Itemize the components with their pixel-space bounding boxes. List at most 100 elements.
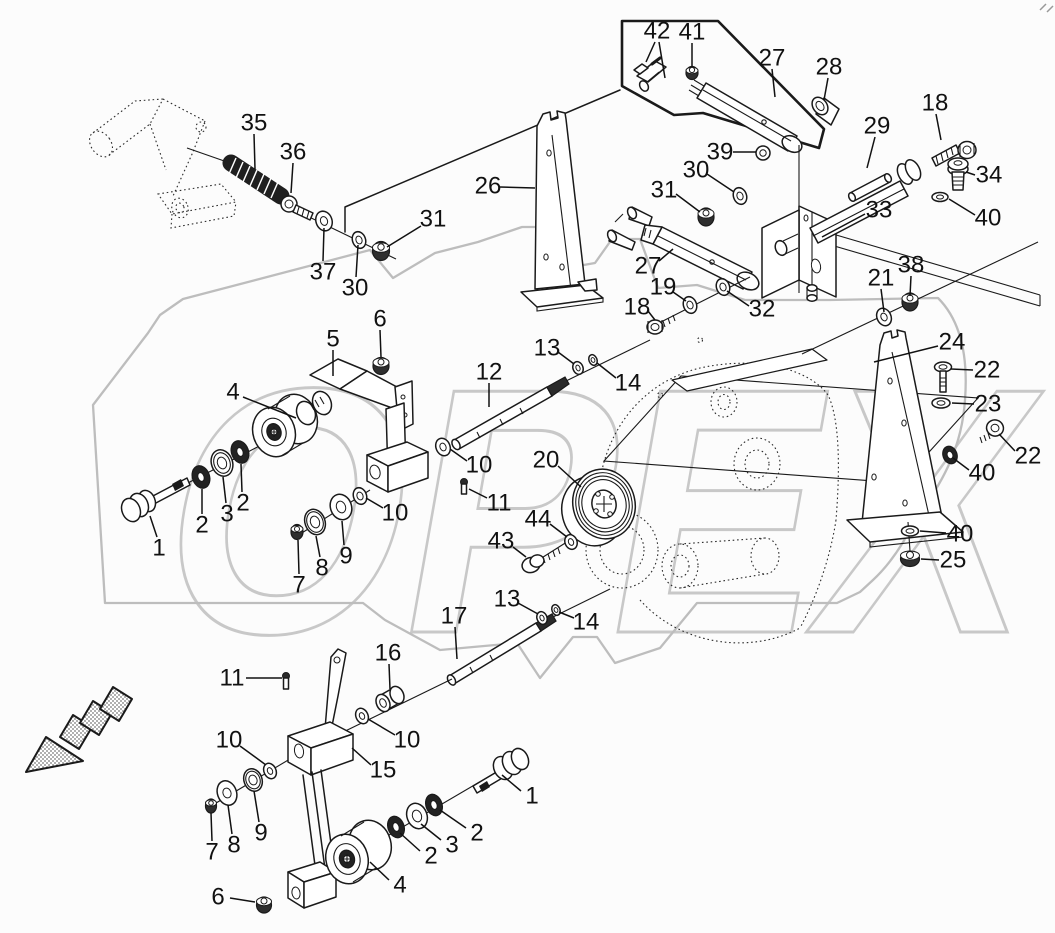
pointer-line-inset bbox=[344, 89, 621, 233]
washer-30-mid bbox=[732, 186, 748, 206]
part-number-label: 28 bbox=[816, 54, 843, 81]
bolt-22-angled bbox=[979, 419, 1005, 444]
axis-21-38 bbox=[801, 241, 1039, 355]
callout-33: 33 bbox=[821, 197, 892, 238]
washer-13-lower bbox=[536, 610, 548, 626]
part-number-label: 30 bbox=[683, 157, 710, 184]
callout-11: 11 bbox=[220, 665, 282, 692]
callout-14: 14 bbox=[558, 609, 599, 636]
bolt-1-upper bbox=[120, 477, 191, 523]
v-belt-pulley-20 bbox=[561, 468, 636, 547]
part-number-label: 40 bbox=[969, 460, 996, 487]
callout-22: 22 bbox=[950, 357, 1000, 384]
callout-20: 20 bbox=[533, 447, 582, 488]
callout-9: 9 bbox=[339, 520, 353, 570]
inset-box bbox=[620, 19, 826, 154]
part-number-label: 42 bbox=[644, 18, 671, 45]
part-number-label: 24 bbox=[939, 329, 966, 356]
callout-41: 41 bbox=[679, 19, 705, 67]
part-number-label: 44 bbox=[525, 506, 552, 533]
cylinder-27-body bbox=[640, 224, 760, 291]
part-number-label: 26 bbox=[475, 173, 502, 200]
callout-10: 10 bbox=[365, 497, 408, 527]
washer-3-lower bbox=[405, 802, 429, 830]
spring-assembly bbox=[186, 147, 397, 262]
callout-11: 11 bbox=[468, 488, 512, 517]
callout-5: 5 bbox=[326, 326, 340, 376]
washer-8-lower bbox=[216, 780, 238, 806]
part-number-label: 27 bbox=[635, 253, 662, 280]
frame-15 bbox=[287, 721, 354, 909]
part-number-label: 18 bbox=[624, 294, 651, 321]
cylinder-27-assembly bbox=[606, 186, 760, 335]
washer-13-upper bbox=[572, 360, 584, 376]
nut-7-upper bbox=[290, 523, 304, 541]
callout-10: 10 bbox=[216, 727, 267, 766]
bolt-18-top bbox=[931, 140, 977, 167]
tower-bracket-26 bbox=[520, 110, 604, 312]
part-number-label: 21 bbox=[868, 265, 895, 292]
washer-10-on-shaft-12 bbox=[434, 437, 452, 457]
callout-6: 6 bbox=[211, 884, 256, 911]
callout-7: 7 bbox=[292, 539, 306, 599]
callout-43: 43 bbox=[488, 528, 527, 558]
part-number-label: 17 bbox=[441, 603, 468, 630]
callout-35: 35 bbox=[241, 110, 268, 170]
part-number-label: 7 bbox=[205, 839, 218, 866]
spring-35 bbox=[222, 154, 290, 205]
part-number-label: 12 bbox=[476, 359, 503, 386]
part-number-label: 1 bbox=[525, 783, 538, 810]
washer-21 bbox=[875, 307, 893, 327]
part-number-label: 27 bbox=[759, 45, 786, 72]
callout-4: 4 bbox=[226, 379, 297, 419]
part-number-label: 8 bbox=[315, 555, 328, 582]
eyebolt-36 bbox=[280, 195, 314, 221]
part-number-label: 35 bbox=[241, 110, 268, 137]
direction-arrow-icon bbox=[25, 686, 133, 773]
nut-6-lower bbox=[255, 896, 273, 914]
callout-30: 30 bbox=[683, 157, 735, 193]
callout-36: 36 bbox=[280, 139, 306, 194]
grease-pin-11-upper bbox=[460, 478, 468, 495]
callout-40: 40 bbox=[919, 521, 973, 548]
part-number-label: 43 bbox=[488, 528, 515, 555]
washer-19 bbox=[682, 295, 698, 315]
callout-44: 44 bbox=[525, 506, 568, 538]
callout-25: 25 bbox=[920, 547, 966, 574]
washer-37 bbox=[314, 210, 334, 232]
callout-22: 22 bbox=[998, 433, 1041, 470]
callout-40: 40 bbox=[948, 198, 1001, 232]
part-number-label: 11 bbox=[487, 490, 512, 517]
part-number-label: 3 bbox=[445, 832, 458, 859]
washer-32 bbox=[715, 277, 731, 297]
callout-40: 40 bbox=[952, 457, 996, 487]
callout-13: 13 bbox=[534, 335, 575, 365]
callout-10: 10 bbox=[367, 718, 420, 754]
callout-6: 6 bbox=[373, 306, 387, 358]
part-number-label: 5 bbox=[326, 326, 339, 353]
part-number-label: 31 bbox=[420, 206, 447, 233]
callout-2: 2 bbox=[236, 463, 250, 517]
part-number-label: 34 bbox=[976, 162, 1003, 189]
washer-3-upper bbox=[210, 449, 234, 477]
callout-3: 3 bbox=[420, 823, 459, 859]
nut-6-upper bbox=[372, 356, 390, 376]
callout-32: 32 bbox=[726, 290, 776, 323]
part-number-label: 7 bbox=[292, 572, 305, 599]
callout-14: 14 bbox=[596, 362, 641, 397]
washer-44 bbox=[564, 533, 578, 551]
callout-3: 3 bbox=[220, 476, 234, 528]
callout-27: 27 bbox=[635, 248, 674, 280]
adjuster-shaft-12 bbox=[434, 339, 651, 495]
guard-plates bbox=[602, 348, 980, 484]
part-number-label: 9 bbox=[254, 820, 267, 847]
part-number-label: 32 bbox=[749, 296, 776, 323]
part-number-label: 4 bbox=[226, 379, 239, 406]
washer-10-lower-left bbox=[262, 762, 278, 780]
part-number-label: 15 bbox=[370, 757, 397, 784]
callout-26: 26 bbox=[475, 173, 536, 200]
washer-8-upper bbox=[303, 508, 327, 536]
latch-part-42 bbox=[633, 56, 667, 92]
